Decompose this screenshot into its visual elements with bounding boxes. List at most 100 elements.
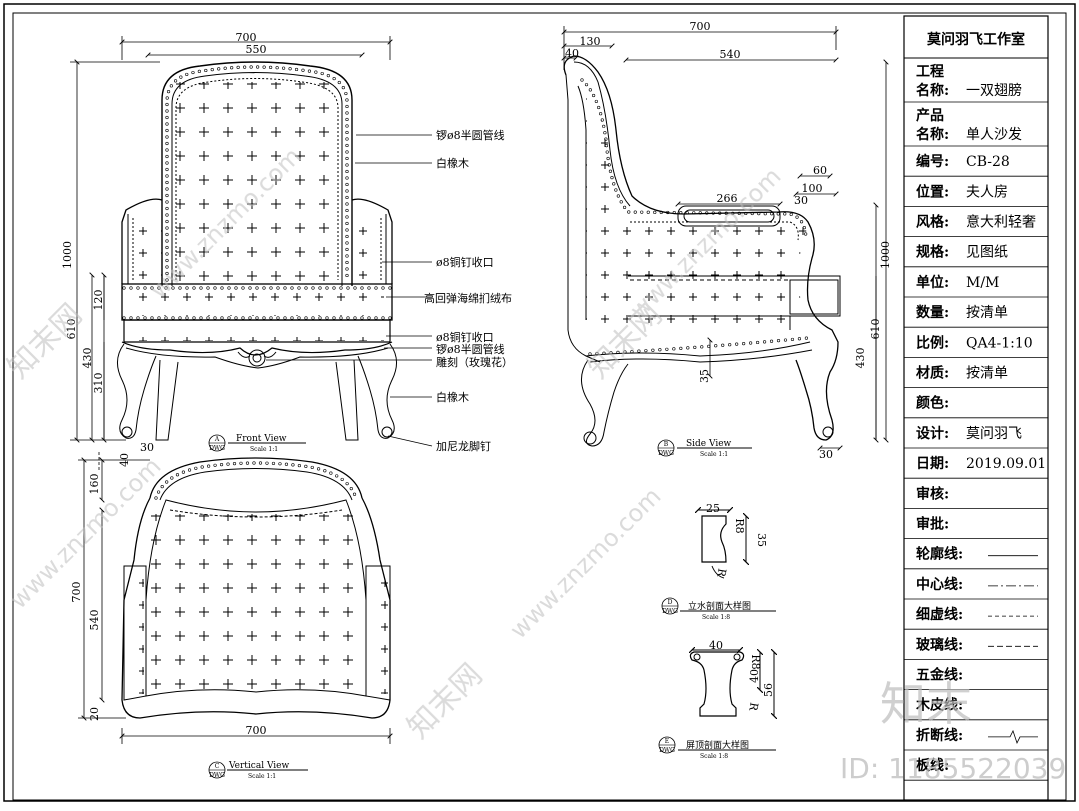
nail [345,267,349,271]
section-e [690,650,774,716]
side-view-title: B DWG Side View Scale 1:1 [657,439,752,458]
nail [609,351,613,355]
side-nail-trim [580,78,809,356]
title-row-value: 莫问羽飞 [966,426,1022,442]
title-row-review: 审核: [904,485,1048,509]
nail [614,188,618,192]
nail [165,128,169,133]
nail [297,463,301,468]
nail [304,464,308,469]
annotations: 锣ø8半圆管线 白橡木 ø8铜钉收口 高回弹海绵扪绒布 ø8铜钉收口 锣ø8半圆… [424,128,513,453]
title-row-center: 中心线: [904,576,1048,600]
nail [686,346,690,350]
nail [199,316,203,320]
title-row-label: 编号: [916,153,949,170]
nail [346,286,350,290]
title-row-value: 见图纸 [966,245,1008,261]
title-row-value: QA4-1:10 [966,335,1033,351]
title-row-scale: 比例:QA4-1:10 [904,334,1048,358]
nail [171,316,175,320]
nail [252,461,256,465]
section-e-label: 屏顶剖面大样图 [686,739,749,751]
vertical-arm-right-tufting [368,570,388,694]
note-white-oak: 白橡木 [436,156,469,170]
nail [345,176,349,180]
nail [597,105,601,110]
title-row-value: 意大利轻奢 [966,214,1036,231]
nail [136,286,140,290]
section-e-tag: DWG [659,747,675,754]
nail [700,345,704,349]
nail [352,492,357,496]
nail [311,286,315,290]
nail [185,316,189,320]
dim-front-430: 430 [81,348,94,369]
dim-side-700: 700 [690,20,711,33]
nail [604,137,608,141]
nail [241,316,245,320]
nail [165,148,169,152]
nail [367,286,371,290]
nail [345,202,349,206]
nail [284,462,289,466]
nail [360,286,364,290]
title-row-label-top: 产品 [916,107,944,124]
nail [332,316,336,320]
title-row-hidden: 细虚线: [904,606,1048,630]
note-nylon-foot: 加尼龙脚钉 [436,439,491,453]
leader-lines [266,134,433,447]
nail [171,286,175,290]
nail [181,470,186,474]
nail [345,482,349,486]
side-dimensions [564,26,886,448]
dim-front-550: 550 [246,43,267,56]
nail [179,75,183,79]
section-e-text: 40 40 56 R8 R E DWG 屏顶剖面大样图 Scale 1:8 [658,639,776,760]
nail [165,206,169,211]
vertical-view-label: Vertical View [228,761,289,771]
title-block-rows: 工程名称:一双翅膀产品名称:单人沙发编号:CB-28位置:夫人房风格:意大利轻奢… [904,64,1048,781]
dim-vert-160: 160 [88,474,101,495]
nail [599,112,603,116]
nail [592,93,596,98]
nail [213,286,217,290]
nail [165,245,169,250]
nail [666,210,670,215]
sheet-frame [3,3,1076,802]
nail [783,338,788,342]
title-row-unit: 单位:M/M [904,274,1048,298]
nail [210,68,214,72]
nail [388,316,392,320]
nail [248,316,252,320]
dim-side-130: 130 [580,35,601,48]
nail [651,348,655,352]
title-row-hardware: 五金线: [904,667,1048,690]
nail [165,278,169,282]
title-row-value: CB-28 [966,154,1010,170]
nail [595,352,599,356]
side-view-tag: DWG [658,450,674,457]
nail [605,150,609,154]
dim-side-60: 60 [813,164,827,177]
nail [165,200,169,204]
nail [150,316,154,320]
nail [164,316,168,320]
nail [258,461,263,465]
nail [711,211,715,215]
nail [245,461,250,465]
dim-d-r: R [714,567,728,578]
nail [374,316,378,320]
vertical-view-letter: C [215,763,220,770]
nail [345,150,349,154]
nail [290,316,294,320]
dim-vert-700-depth: 700 [70,582,83,603]
vertical-arm-left-tufting [126,570,144,694]
title-row-glass: 玻璃线: [904,636,1048,660]
nail [610,176,614,180]
nail [143,316,147,320]
title-row-value: 按清单 [966,366,1008,382]
nail [630,349,634,354]
nail [207,464,211,468]
watermark-brand-3: 知末网 [401,657,489,745]
nail [388,286,392,290]
